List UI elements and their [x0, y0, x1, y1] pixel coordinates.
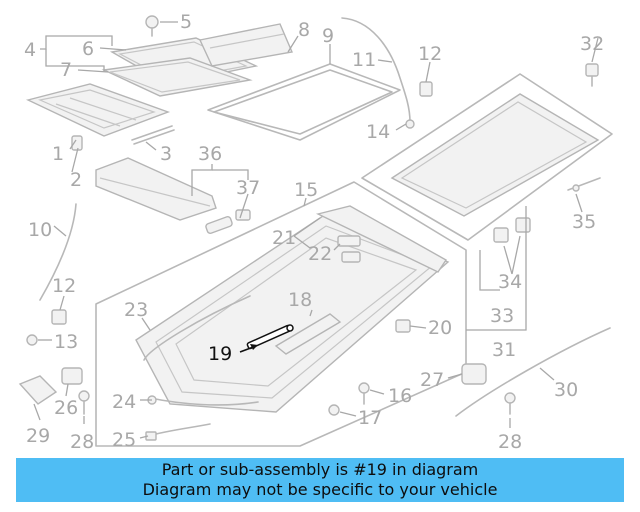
callout-36: 36 [198, 143, 222, 165]
callout-21: 21 [272, 227, 296, 249]
callout-6: 6 [82, 38, 94, 60]
bracket-part-12-left [51, 309, 67, 325]
motor-part-27 [461, 363, 487, 385]
callout-35: 35 [572, 211, 596, 233]
callout-14: 14 [366, 121, 390, 143]
bracket-part-34 [493, 217, 531, 243]
callout-37: 37 [236, 177, 260, 199]
callout-4: 4 [24, 39, 36, 61]
glass-strip-part-3 [131, 125, 175, 145]
callout-29: 29 [26, 425, 50, 447]
callout-24: 24 [112, 391, 136, 413]
seal-frame-part-9 [207, 63, 401, 141]
banner-line-1: Part or sub-assembly is #19 in diagram [161, 460, 479, 479]
callout-8: 8 [298, 19, 310, 41]
bolt-part-16 [358, 382, 370, 405]
callout-1: 1 [52, 143, 64, 165]
callout-16: 16 [388, 385, 412, 407]
front-rail-part-21 [315, 205, 448, 273]
callout-15: 15 [294, 179, 318, 201]
callout-10: 10 [28, 219, 52, 241]
track-part-18 [274, 313, 342, 355]
callout-22: 22 [308, 243, 332, 265]
bracket-part-12-top [419, 81, 433, 97]
control-unit-part-29 [18, 375, 58, 405]
leader-lines [33, 21, 599, 439]
callout-23: 23 [124, 299, 148, 321]
callout-9: 9 [322, 25, 334, 47]
callout-12-top: 12 [418, 43, 442, 65]
bolt-part-17 [328, 404, 340, 416]
banner-line-2: Diagram may not be specific to your vehi… [142, 480, 498, 499]
callout-31: 31 [492, 339, 516, 361]
parts-diagram: 1 2 3 4 5 6 7 8 9 10 11 12 12 13 14 15 1… [18, 11, 613, 453]
clip-part-13 [26, 334, 38, 346]
bolt-part-28-right [504, 392, 516, 415]
callout-13: 13 [54, 331, 78, 353]
bolt-part-32 [585, 63, 599, 87]
drain-hose-part-11 [341, 17, 415, 129]
bolt-part-28-left [78, 390, 90, 415]
callout-28-left: 28 [70, 431, 94, 453]
callout-32: 32 [580, 33, 604, 55]
callout-28-right: 28 [498, 431, 522, 453]
screw-part-5 [145, 15, 159, 37]
info-banner: Part or sub-assembly is #19 in diagram D… [16, 458, 624, 502]
sunshade-frame-part-31 [361, 73, 613, 241]
callout-12-left: 12 [52, 275, 76, 297]
connector-part-25 [145, 423, 211, 441]
callout-30: 30 [554, 379, 578, 401]
cable-part-23 [143, 295, 251, 361]
callout-26: 26 [54, 397, 78, 419]
drain-tube-part-30 [455, 327, 611, 417]
deflector-part-36 [95, 157, 217, 221]
motor-part-20 [395, 319, 411, 333]
hinge-part-37 [205, 209, 251, 234]
callout-17: 17 [358, 407, 382, 429]
callout-20: 20 [428, 317, 452, 339]
highlighted-part-19 [246, 324, 294, 350]
callout-labels: 1 2 3 4 5 6 7 8 9 10 11 12 12 13 14 15 1… [24, 11, 604, 453]
callout-11: 11 [352, 49, 376, 71]
callout-33: 33 [490, 305, 514, 327]
weatherstrip-part-8 [198, 23, 293, 67]
callout-18: 18 [288, 289, 312, 311]
callout-19: 19 [208, 343, 232, 365]
callout-3: 3 [160, 143, 172, 165]
drain-tube-part-10 [39, 203, 77, 301]
callout-25: 25 [112, 429, 136, 451]
callout-2: 2 [70, 169, 82, 191]
callout-34: 34 [498, 271, 522, 293]
callout-27: 27 [420, 369, 444, 391]
clip-part-35 [567, 177, 601, 192]
callout-7: 7 [60, 59, 72, 81]
callout-5: 5 [180, 11, 192, 33]
switch-part-26 [61, 367, 83, 385]
guide-part-22 [337, 235, 361, 263]
